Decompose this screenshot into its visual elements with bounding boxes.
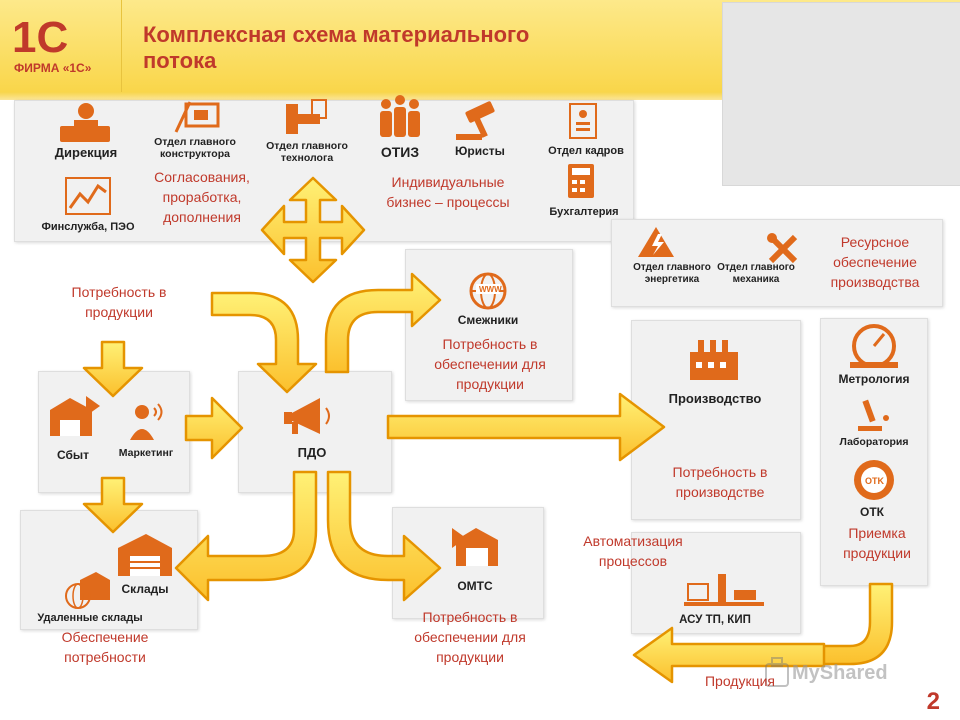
node-otiz: ОТИЗ xyxy=(380,144,420,160)
logo-caption: ФИРМА «1С» xyxy=(14,61,92,75)
supply-truck-icon xyxy=(452,528,498,566)
annotation-potr-obesp-bottom: Потребность в обеспечении для продукции xyxy=(414,609,526,665)
node-buhgalteriya: Бухгалтерия xyxy=(549,206,619,218)
panel-asu xyxy=(631,532,801,634)
watermark-logo xyxy=(765,657,789,687)
warehouse-icon xyxy=(118,534,172,576)
four-way-arrow xyxy=(260,176,366,284)
warehouse-truck-icon xyxy=(50,396,100,436)
node-yuristy: Юристы xyxy=(455,144,505,158)
arrow-pdo-to-sklady xyxy=(174,470,318,602)
arrow-sbyt-to-sklady xyxy=(82,476,144,534)
logo-separator xyxy=(121,0,122,92)
arrow-pdo-to-smezhniki xyxy=(324,272,442,374)
quality-seal-icon: OTK xyxy=(854,460,894,500)
technologist-machine-icon xyxy=(286,99,327,134)
node-finsluzhba: Финслужба, ПЭО xyxy=(41,221,135,233)
node-mehanik: Отдел главного механика xyxy=(717,262,795,285)
gavel-icon xyxy=(456,101,495,140)
gauge-icon xyxy=(850,324,898,368)
node-direkciya: Дирекция xyxy=(54,145,118,160)
panel-resources xyxy=(611,219,943,307)
arrow-sbyt-to-pdo xyxy=(184,396,244,460)
watermark-text: MyShared xyxy=(792,662,888,684)
header-band xyxy=(0,92,960,100)
svg-text:OTK: OTK xyxy=(865,476,884,486)
annotation-obesp-potr: Обеспечение потребности xyxy=(61,629,149,665)
reception-desk-icon xyxy=(60,103,110,142)
annotation-potr-produkcii: Потребность в продукции xyxy=(71,284,167,320)
node-proizvodstvo: Производство xyxy=(668,391,762,406)
megaphone-icon xyxy=(284,398,330,434)
people-group-icon xyxy=(380,95,420,137)
page-title: Комплексная схема материального потока xyxy=(143,22,530,73)
annotation-biznes: Индивидуальные бизнес – процессы xyxy=(386,174,510,210)
annotation-avtomatizaciya: Автоматизация процессов xyxy=(583,533,683,569)
node-smezhniki: Смежники xyxy=(457,313,519,327)
arrow-output-left xyxy=(632,626,826,684)
corner-panel xyxy=(722,2,960,186)
arrow-pdo-to-omts xyxy=(326,470,442,602)
automation-equipment-icon xyxy=(684,574,764,606)
annotation-produkciya: Продукция xyxy=(704,673,776,689)
marketing-speaker-icon xyxy=(130,403,163,440)
logo-brand-text: 1С xyxy=(12,13,68,62)
node-metrologiya: Метрология xyxy=(838,372,910,386)
drafting-table-icon xyxy=(174,101,220,133)
microscope-icon xyxy=(858,399,889,431)
node-tehnolog: Отдел главного технолога xyxy=(266,140,348,164)
arrow-demand-to-pdo xyxy=(210,291,318,394)
arrow-demand-down xyxy=(82,340,144,398)
wrench-screwdriver-icon xyxy=(767,233,798,264)
personnel-card-icon xyxy=(569,103,597,139)
node-marketing: Маркетинг xyxy=(118,447,174,459)
remote-warehouse-icon xyxy=(65,572,110,609)
factory-icon xyxy=(690,340,738,380)
arrow-pdo-to-proizvodstvo xyxy=(386,392,666,462)
annotation-soglasovaniya: Согласования, проработка, дополнения xyxy=(154,169,250,225)
node-asu: АСУ ТП, КИП xyxy=(679,614,751,626)
calculator-icon xyxy=(568,164,594,198)
growth-chart-icon xyxy=(65,177,111,215)
page-number: 2 xyxy=(926,688,940,715)
node-pdo: ПДО xyxy=(297,445,327,460)
svg-text:WWW: WWW xyxy=(479,285,502,294)
annotation-priemka: Приемка продукции xyxy=(843,525,911,561)
high-voltage-icon xyxy=(638,227,674,257)
annotation-potr-obesp-top: Потребность в обеспечении для продукции xyxy=(434,336,546,392)
node-omts: ОМТС xyxy=(457,579,493,593)
node-konstruktor: Отдел главного конструктора xyxy=(154,136,236,160)
annotation-potr-proizv: Потребность в производстве xyxy=(672,464,768,500)
panel-departments xyxy=(14,100,634,242)
annotation-resursnoe: Ресурсное обеспечение производства xyxy=(830,234,920,290)
node-sbyt: Сбыт xyxy=(56,448,90,462)
node-laboratoriya: Лаборатория xyxy=(839,436,909,448)
node-otk: ОТК xyxy=(860,505,884,519)
node-sklady: Склады xyxy=(121,582,169,596)
panel-smezhniki xyxy=(405,249,573,401)
node-udalennye: Удаленные склады xyxy=(37,612,143,624)
node-kadry: Отдел кадров xyxy=(548,145,624,157)
globe-www-icon: WWW xyxy=(469,272,507,310)
arrow-otk-to-output xyxy=(818,582,894,666)
node-energetik: Отдел главного энергетика xyxy=(633,262,711,285)
logo: 1С ФИРМА «1С» xyxy=(8,8,116,80)
